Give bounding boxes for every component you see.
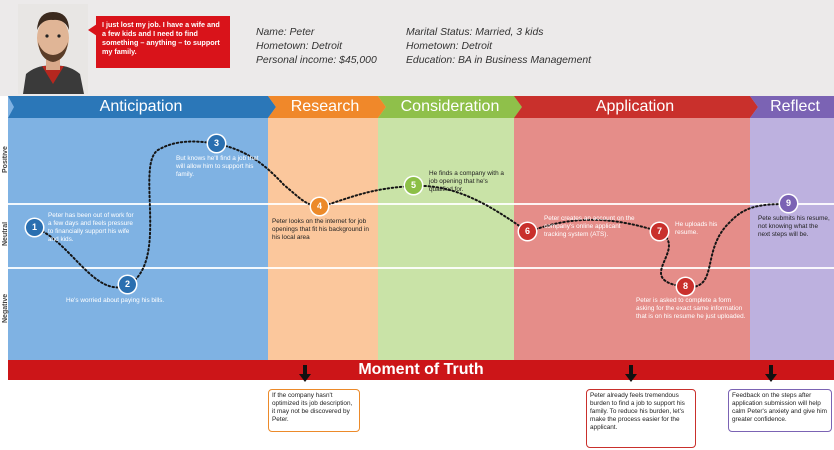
step-node-1: 1 bbox=[26, 219, 43, 236]
moment-box-application: Peter already feels tremendous burden to… bbox=[586, 389, 696, 448]
phase-consideration: Consideration bbox=[400, 98, 500, 115]
moment-arrow-2 bbox=[625, 374, 637, 382]
step-node-4: 4 bbox=[311, 198, 328, 215]
step-text-6: Peter creates an account on the company'… bbox=[544, 215, 635, 238]
step-text-8: Peter is asked to complete a form asking… bbox=[636, 297, 746, 320]
step-node-6: 6 bbox=[519, 223, 536, 240]
moment-arrow-3 bbox=[765, 374, 777, 382]
moment-arrow-1 bbox=[299, 374, 311, 382]
persona-hometown: Hometown: Detroit bbox=[256, 41, 343, 52]
step-node-7: 7 bbox=[651, 223, 668, 240]
step-text-4: Peter looks on the internet for job open… bbox=[272, 218, 369, 241]
phase-reflect: Reflect bbox=[770, 98, 820, 115]
step-node-3: 3 bbox=[208, 135, 225, 152]
moment-arrow-2-stem bbox=[629, 365, 633, 375]
step-node-8: 8 bbox=[677, 278, 694, 295]
moment-box-reflect: Feedback on the steps after application … bbox=[728, 389, 832, 432]
moment-arrow-1-stem bbox=[303, 365, 307, 375]
band-anticipation bbox=[8, 96, 268, 360]
divider-positive-neutral bbox=[8, 203, 834, 205]
step-text-2: He's worried about paying his bills. bbox=[66, 297, 165, 304]
persona-income: Personal income: $45,000 bbox=[256, 55, 377, 66]
quote-pointer bbox=[88, 24, 97, 36]
phase-header-bar bbox=[8, 96, 834, 118]
phase-anticipation: Anticipation bbox=[99, 98, 183, 115]
divider-neutral-negative bbox=[8, 267, 834, 269]
persona-marital-status: Marital Status: Married, 3 kids bbox=[406, 27, 544, 38]
band-reflect bbox=[750, 96, 834, 360]
moment-of-truth-banner: Moment of Truth bbox=[8, 360, 834, 380]
step-node-5: 5 bbox=[405, 177, 422, 194]
persona-education: Education: BA in Business Management bbox=[406, 55, 592, 66]
persona-quote: I just lost my job. I have a wife and a … bbox=[96, 16, 230, 68]
persona-name: Name: Peter bbox=[256, 27, 315, 38]
moment-box-research: If the company hasn't optimized its job … bbox=[268, 389, 360, 432]
persona-hometown-2: Hometown: Detroit bbox=[406, 41, 493, 52]
band-consideration bbox=[378, 96, 514, 360]
band-application bbox=[514, 96, 750, 360]
step-text-1: Peter has been out of work for a few day… bbox=[48, 212, 134, 243]
phase-application: Application bbox=[595, 98, 675, 115]
step-node-2: 2 bbox=[119, 276, 136, 293]
step-text-9: Pete submits his resume, not knowing wha… bbox=[758, 215, 830, 238]
persona-avatar bbox=[18, 4, 88, 94]
step-text-7: He uploads his resume. bbox=[675, 221, 718, 236]
band-research bbox=[268, 96, 378, 360]
phase-research: Research bbox=[290, 98, 360, 115]
moment-arrow-3-stem bbox=[769, 365, 773, 375]
step-node-9: 9 bbox=[780, 195, 797, 212]
step-text-5: He finds a company with a job opening th… bbox=[429, 170, 504, 193]
step-text-3: But knows he'll find a job that will all… bbox=[176, 155, 259, 178]
